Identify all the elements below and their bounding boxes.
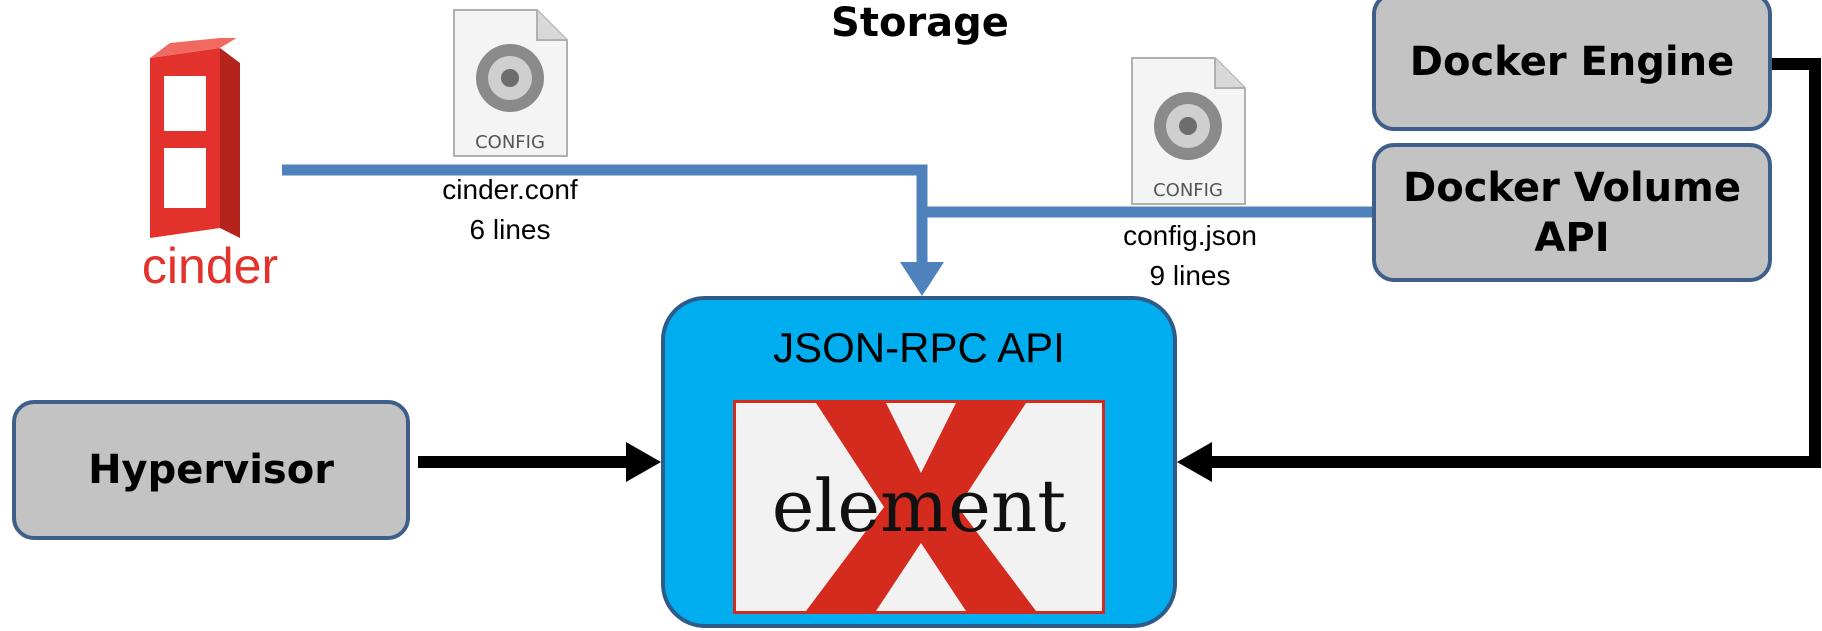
docker-engine-connector	[1210, 58, 1821, 468]
cinder-logo-text: cinder	[142, 238, 278, 288]
cinder-config-filename: cinder.conf	[442, 174, 578, 205]
element-x-logo: element	[772, 403, 1067, 611]
diagram-title: Storage	[831, 0, 1009, 46]
config-file-icon: CONFIG	[1131, 57, 1246, 205]
cinder-connector	[282, 164, 928, 270]
docker-config-lines: 9 lines	[1149, 260, 1231, 291]
hypervisor-box: Hypervisor	[12, 400, 410, 540]
cinder-config-lines: 6 lines	[469, 214, 551, 245]
element-logo: element	[733, 400, 1105, 614]
element-logo-text: element	[772, 464, 1067, 548]
hypervisor-arrowhead	[626, 442, 661, 482]
json-rpc-api-box: JSON-RPC API element	[661, 296, 1177, 628]
docker-engine-box: Docker Engine	[1372, 0, 1772, 131]
cinder-config-caption: cinder.conf 6 lines	[410, 170, 610, 250]
config-icon-label: CONFIG	[1153, 180, 1223, 201]
hypervisor-label: Hypervisor	[88, 447, 334, 493]
config-file-icon: CONFIG	[453, 9, 568, 157]
docker-volume-api-box: Docker Volume API	[1372, 143, 1772, 282]
cinder-logo: cinder	[142, 38, 278, 288]
docker-config-caption: config.json 9 lines	[1090, 216, 1290, 296]
docker-volume-api-label: Docker Volume API	[1403, 164, 1741, 261]
config-icon-label: CONFIG	[475, 132, 545, 153]
docker-engine-arrowhead	[1177, 442, 1212, 482]
cinder-arrowhead	[900, 262, 944, 296]
json-rpc-api-label: JSON-RPC API	[773, 324, 1065, 371]
docker-engine-label: Docker Engine	[1409, 38, 1735, 85]
docker-config-filename: config.json	[1123, 220, 1257, 251]
